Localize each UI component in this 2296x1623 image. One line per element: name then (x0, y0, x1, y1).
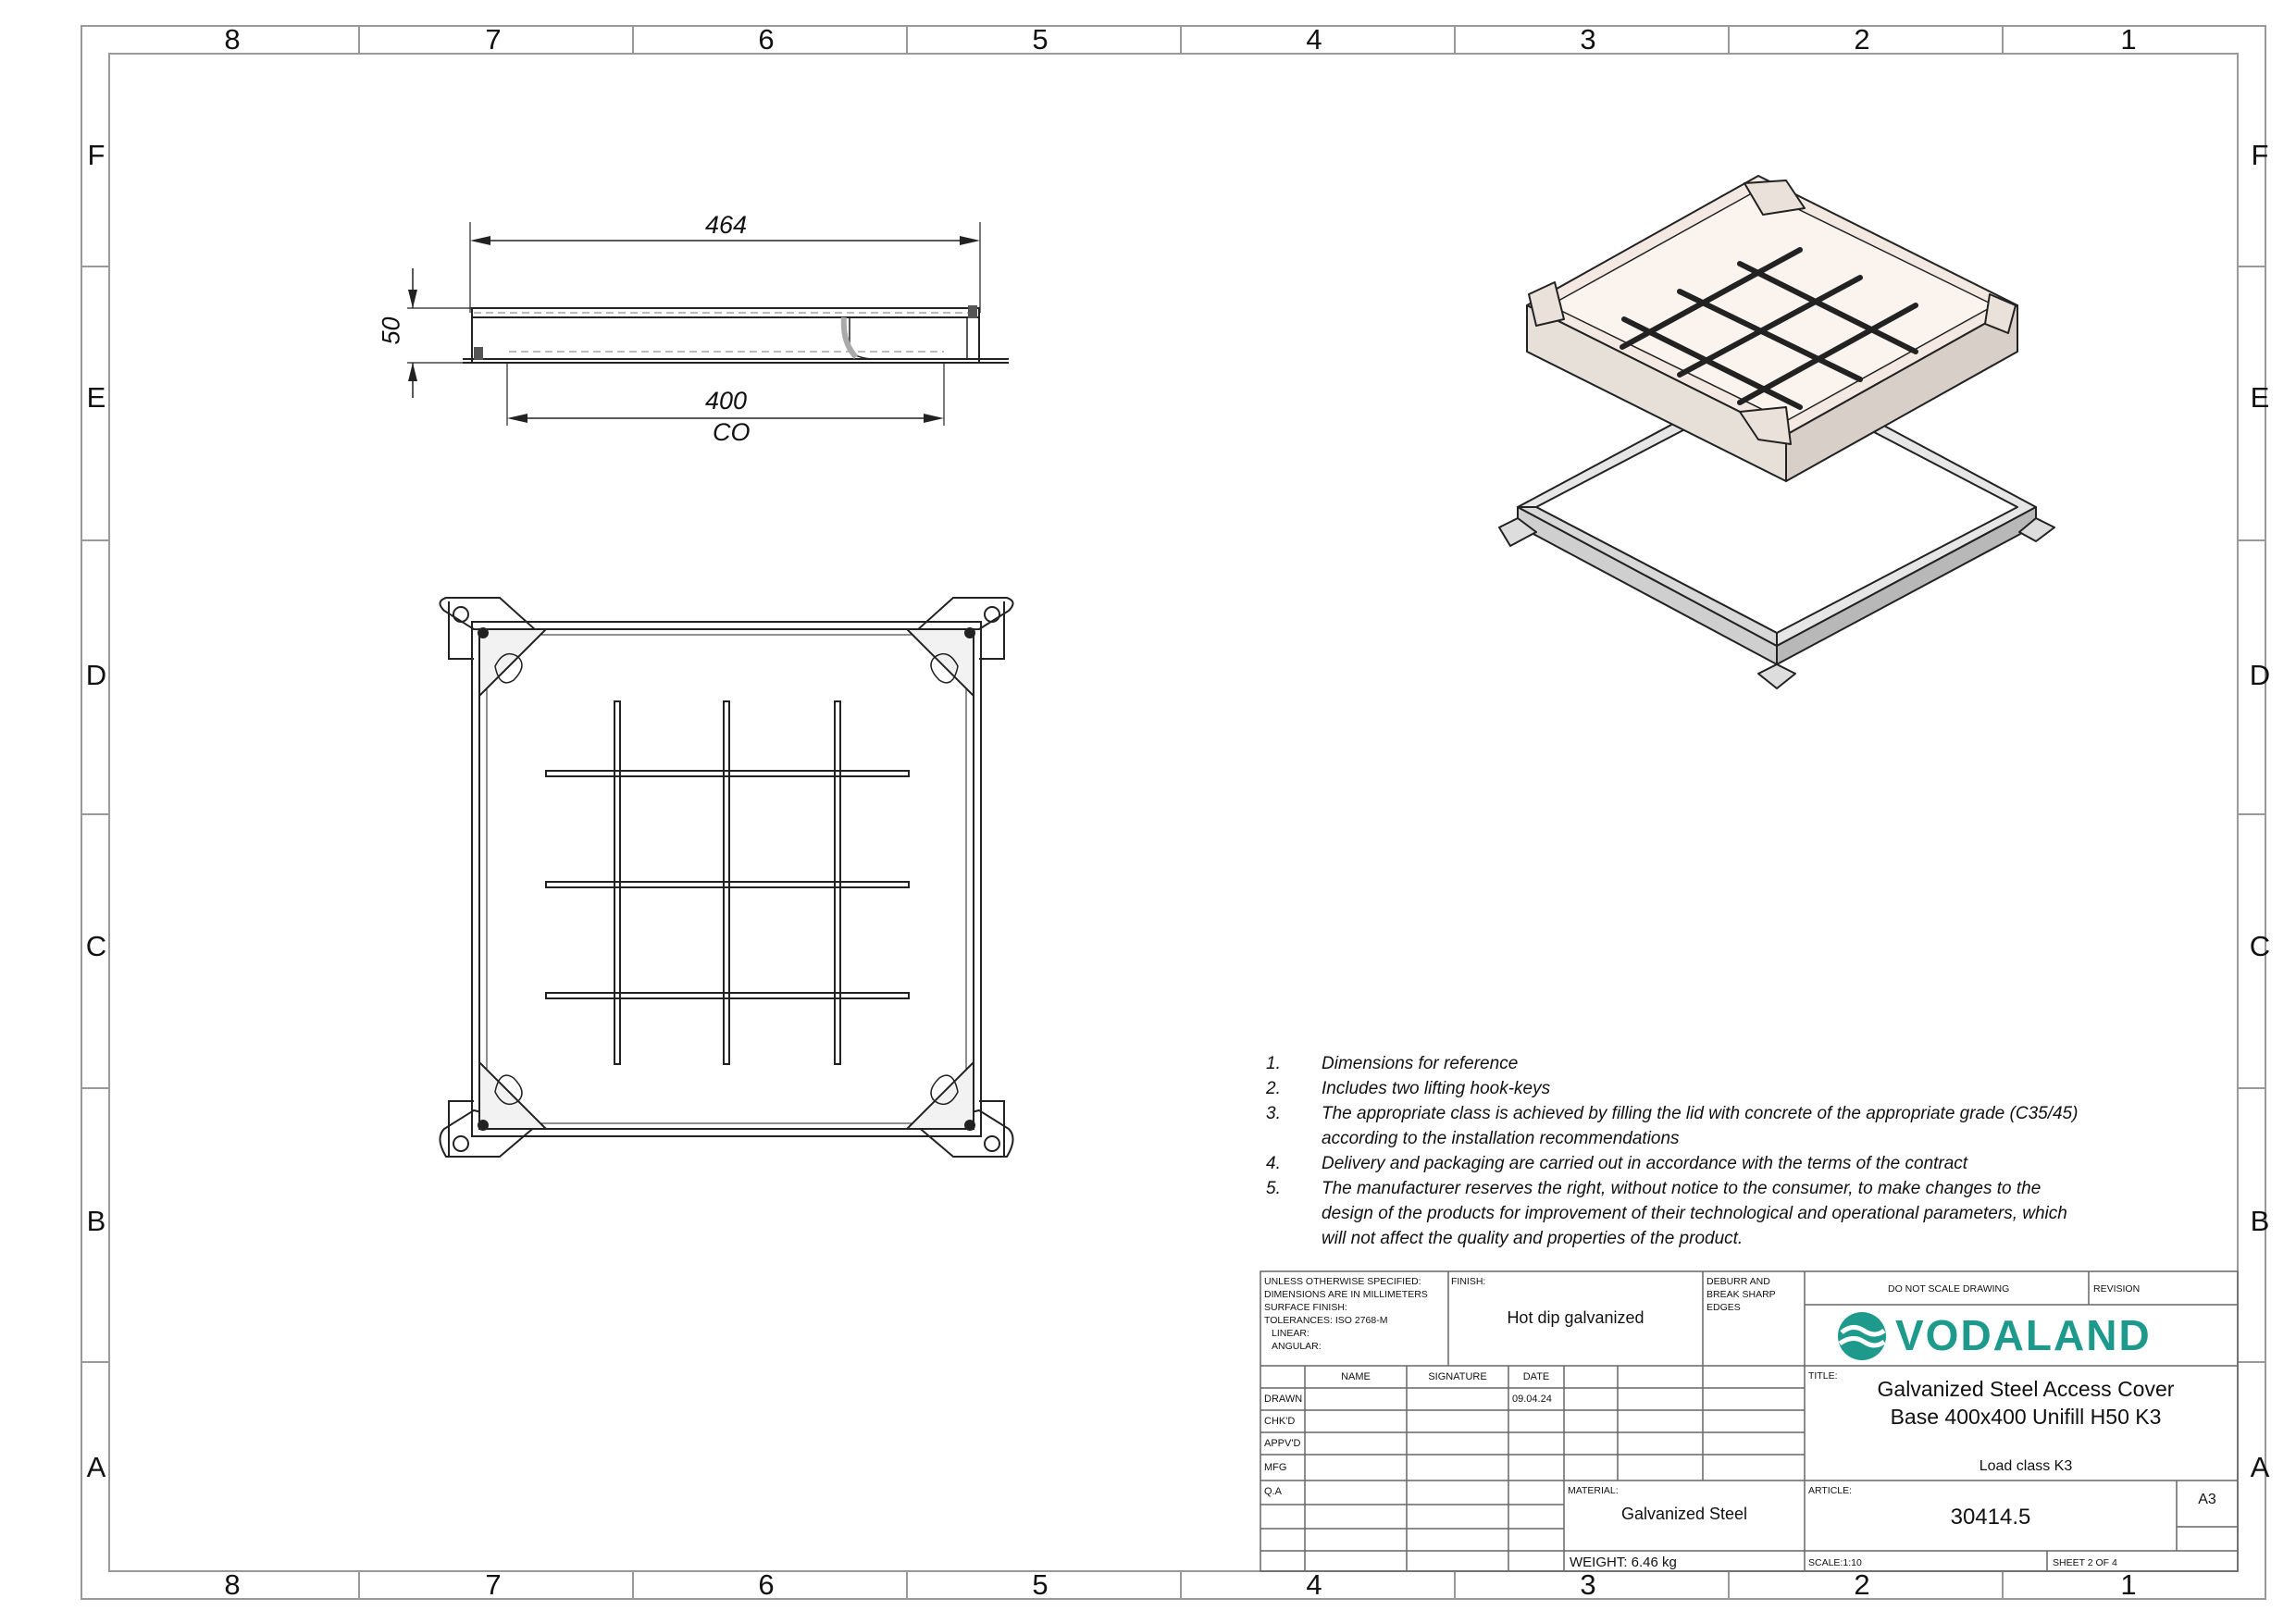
zone-col-2: 2 (1854, 23, 1870, 56)
vodaland-logo-text: VODALAND (1895, 1311, 2152, 1359)
row-approved: APPV'D (1264, 1438, 1301, 1449)
material-label: MATERIAL: (1568, 1485, 1619, 1496)
drawn-date: 09.04.24 (1512, 1394, 1552, 1405)
zone-col-7-bottom: 7 (485, 1568, 502, 1601)
deburr-note: DEBURR AND BREAK SHARP EDGES (1706, 1276, 1776, 1313)
plan-view (439, 597, 1014, 1158)
col-name: NAME (1341, 1371, 1371, 1382)
title-label: TITLE: (1808, 1370, 1838, 1381)
note-item: 4.Delivery and packaging are carried out… (1266, 1154, 1968, 1173)
zone-col-6-bottom: 6 (758, 1568, 775, 1601)
zone-col-8-bottom: 8 (224, 1568, 241, 1601)
zone-col-3: 3 (1580, 23, 1596, 56)
row-checked: CHK'D (1264, 1416, 1296, 1427)
title-block-grid (1260, 1270, 2239, 1572)
finish-value: Hot dip galvanized (1507, 1308, 1644, 1327)
spec-block: UNLESS OTHERWISE SPECIFIED: DIMENSIONS A… (1264, 1276, 1428, 1352)
zone-col-1: 1 (2120, 23, 2137, 56)
col-date: DATE (1522, 1371, 1550, 1382)
zone-row-d: D (85, 659, 107, 691)
zone-row-f: F (87, 139, 105, 171)
zone-col-4: 4 (1306, 23, 1322, 56)
zone-col-6: 6 (758, 23, 775, 56)
sheet-number: SHEET 2 OF 4 (2053, 1557, 2117, 1568)
drawing-notes: 1.Dimensions for reference 2.Includes tw… (1266, 1051, 2136, 1251)
dim-overall-width: 464 (705, 211, 748, 239)
row-qa: Q.A (1264, 1486, 1282, 1497)
drawing-title: Galvanized Steel Access Cover Base 400x4… (1877, 1377, 2175, 1429)
weight: WEIGHT: 6.46 kg (1570, 1555, 1677, 1570)
do-not-scale: DO NOT SCALE DRAWING (1888, 1283, 2010, 1295)
zone-col-7: 7 (485, 23, 502, 56)
dim-clear-opening: 400 (705, 387, 748, 415)
row-mfg: MFG (1264, 1462, 1287, 1473)
zone-col-5: 5 (1032, 23, 1049, 56)
note-item: 1.Dimensions for reference (1266, 1054, 1519, 1073)
zone-row-c: C (85, 930, 107, 962)
row-drawn: DRAWN (1264, 1394, 1303, 1405)
dim-clear-opening-label: CO (713, 418, 751, 446)
zone-row-e-right: E (2250, 381, 2270, 414)
note-item-continued: design of the products for improvement o… (1322, 1204, 2067, 1223)
dim-height: 50 (377, 316, 405, 345)
note-item-continued: according to the installation recommenda… (1322, 1129, 1680, 1148)
col-signature: SIGNATURE (1428, 1371, 1487, 1382)
zone-col-5-bottom: 5 (1032, 1568, 1049, 1601)
load-class: Load class K3 (1979, 1458, 2073, 1474)
note-item: 3.The appropriate class is achieved by f… (1266, 1104, 2079, 1123)
finish-label: FINISH: (1451, 1276, 1486, 1287)
zone-col-2-bottom: 2 (1854, 1568, 1870, 1601)
inner-border (108, 53, 2239, 1572)
zone-col-3-bottom: 3 (1580, 1568, 1596, 1601)
zone-row-d-right: D (2249, 659, 2271, 691)
zone-row-a-right: A (2250, 1451, 2270, 1483)
zone-col-1-bottom: 1 (2120, 1568, 2137, 1601)
article-value: 30414.5 (1950, 1505, 2031, 1530)
scale: SCALE:1:10 (1808, 1557, 1862, 1568)
revision-label: REVISION (2093, 1283, 2141, 1295)
zone-row-e: E (86, 381, 106, 414)
zone-ticks (81, 26, 2265, 1599)
note-item: 2.Includes two lifting hook-keys (1266, 1079, 1551, 1098)
zone-col-4-bottom: 4 (1306, 1568, 1322, 1601)
sheet-size: A3 (2198, 1492, 2216, 1507)
side-view (407, 222, 1009, 426)
note-item-continued: will not affect the quality and properti… (1322, 1229, 1744, 1248)
zone-row-a: A (86, 1451, 106, 1483)
article-label: ARTICLE: (1808, 1485, 1853, 1496)
material-value: Galvanized Steel (1620, 1505, 1748, 1523)
zone-col-8: 8 (224, 23, 241, 56)
outer-border (81, 25, 2266, 1600)
vodaland-logo-icon (1838, 1312, 1886, 1360)
isometric-view (1498, 175, 2055, 689)
note-item: 5.The manufacturer reserves the right, w… (1266, 1179, 2042, 1198)
zone-row-b: B (86, 1205, 106, 1237)
zone-row-b-right: B (2250, 1205, 2270, 1237)
zone-row-f-right: F (2251, 139, 2269, 171)
zone-row-c-right: C (2249, 930, 2271, 962)
